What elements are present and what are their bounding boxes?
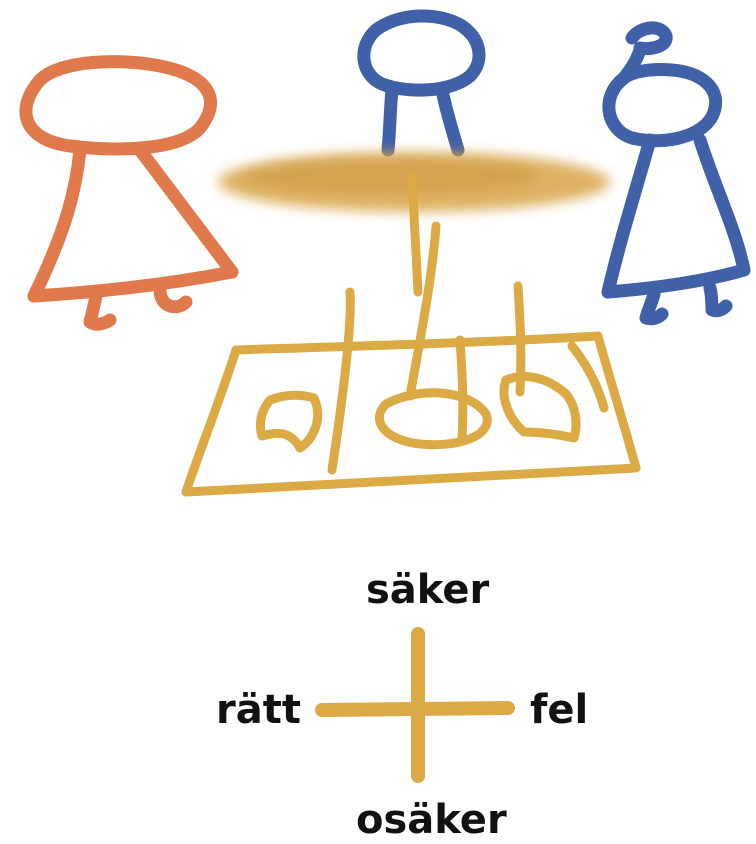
axis-label-bottom: osäker bbox=[356, 797, 507, 843]
person-orange-icon bbox=[19, 55, 239, 331]
axis-label-right: fel bbox=[530, 687, 589, 733]
axis-label-top: säker bbox=[366, 567, 490, 613]
map-board-icon bbox=[181, 171, 641, 497]
axis-label-left: rätt bbox=[216, 687, 301, 733]
axis-cross-icon bbox=[315, 627, 515, 783]
person-blue-bun-icon bbox=[601, 21, 751, 326]
person-blue-icon bbox=[357, 9, 486, 157]
